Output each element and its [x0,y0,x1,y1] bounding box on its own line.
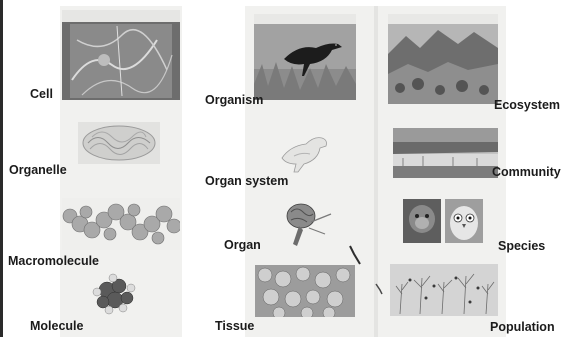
label-organelle: Organelle [9,163,67,177]
label-ecosystem: Ecosystem [494,98,560,112]
pen-mark [348,244,362,266]
label-population: Population [490,320,555,334]
macromolecule-image [62,198,180,250]
molecule-image [85,272,143,316]
population-image [390,264,498,316]
tissue-image [255,265,355,317]
organ-system-image [270,126,342,176]
left-border [0,0,3,337]
label-community: Community [492,165,561,179]
label-species: Species [498,239,545,253]
label-organ: Organ [224,238,261,252]
label-organism: Organism [205,93,263,107]
cell-image [62,10,180,100]
ecosystem-image [388,14,498,104]
species-monkey-image [403,199,441,243]
community-image [393,128,498,178]
label-macromolecule: Macromolecule [8,254,99,268]
organism-image [254,14,356,100]
label-molecule: Molecule [30,319,84,333]
species-owl-image [445,199,483,243]
pen-mark [374,282,384,296]
organ-image [273,196,335,254]
label-cell: Cell [30,87,53,101]
organelle-image [78,122,160,164]
label-organ-system: Organ system [205,174,288,188]
label-tissue: Tissue [215,319,254,333]
